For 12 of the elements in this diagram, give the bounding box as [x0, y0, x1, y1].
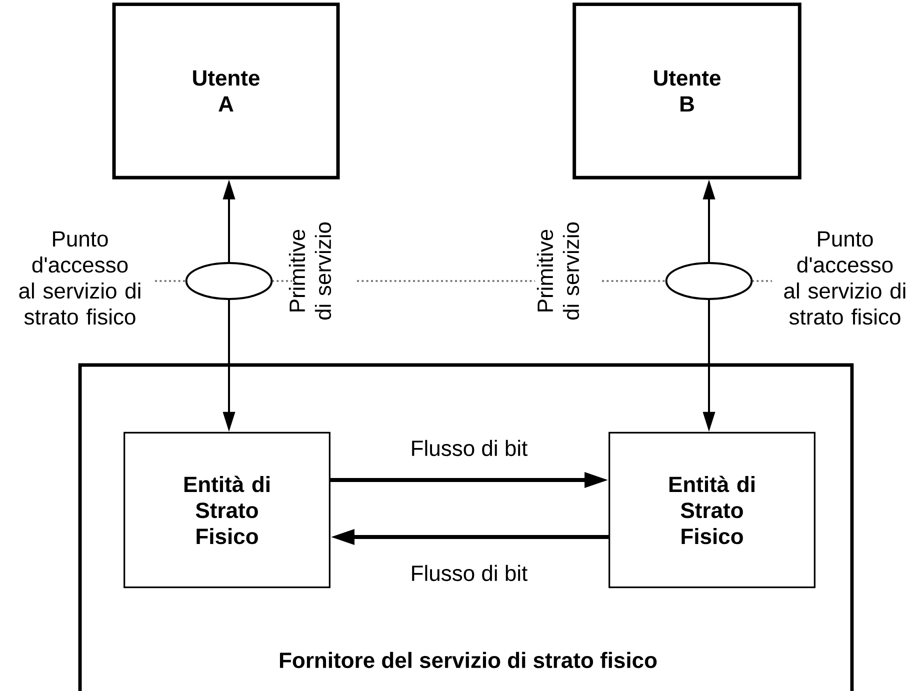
annotation: Punto d'accesso al servizio di strato fisico: [19, 231, 140, 325]
annotation: Punto d'accesso al servizio di strato fisico: [784, 231, 906, 325]
edge-label: Flusso di bit: [412, 564, 528, 582]
access-point-ellipse: [185, 262, 273, 300]
entity-box: Entità di Strato Fisico: [608, 432, 816, 588]
user-box: Utente A: [112, 2, 340, 180]
entity-box: Entità di Strato Fisico: [124, 432, 330, 588]
user-box: Utente B: [572, 2, 802, 180]
edge-label: Flusso di bit: [412, 440, 528, 456]
annotation: Primitive di servizio: [288, 222, 332, 320]
access-point-ellipse: [665, 262, 753, 300]
annotation: Primitive di servizio: [536, 222, 580, 320]
